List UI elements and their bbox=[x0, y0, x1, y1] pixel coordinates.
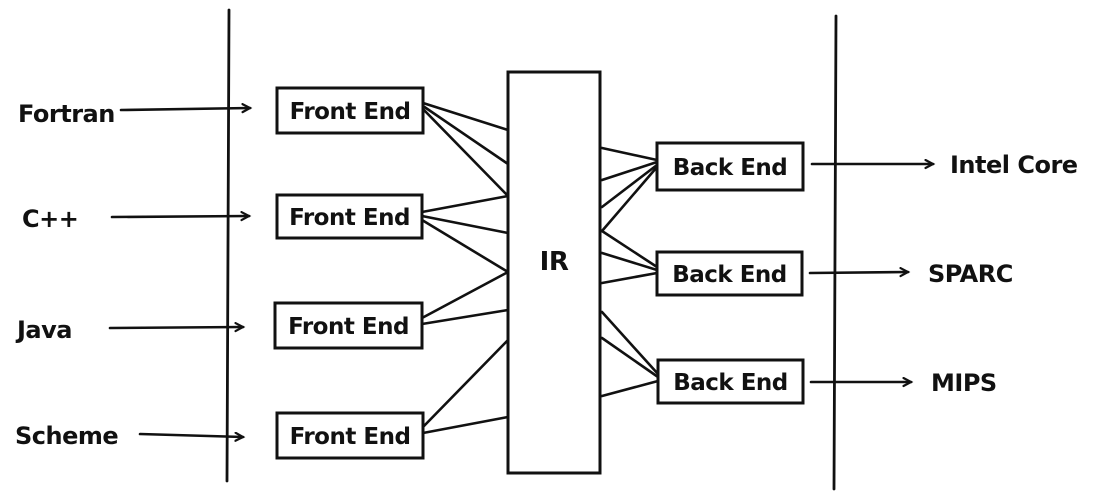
ir-node: IR bbox=[506, 70, 602, 475]
back-end-box-3 bbox=[656, 358, 805, 405]
edge-line bbox=[420, 194, 510, 214]
edge-line bbox=[421, 101, 510, 132]
front-end-box-2 bbox=[275, 193, 424, 240]
front-end-box-1 bbox=[275, 86, 425, 135]
edge-line bbox=[420, 270, 510, 320]
target-label-mips: MIPS bbox=[931, 369, 997, 397]
front-end-to-ir-edges bbox=[420, 101, 510, 435]
back-end-label-3: Back End bbox=[673, 370, 788, 396]
left-boundary-line bbox=[225, 8, 231, 483]
front-end-box-3 bbox=[273, 301, 424, 350]
edge-line bbox=[421, 338, 510, 429]
target-arrow-sparc bbox=[808, 272, 908, 273]
back-end-box-2 bbox=[655, 250, 804, 297]
back-end-nodes: Back End Back End Back End bbox=[655, 141, 805, 405]
front-end-box-4 bbox=[275, 411, 425, 460]
edge-line bbox=[420, 218, 510, 274]
target-label-sparc: SPARC bbox=[928, 260, 1013, 288]
edge-line bbox=[420, 308, 510, 326]
source-arrow-fortran bbox=[119, 108, 250, 110]
edge-line bbox=[421, 104, 510, 166]
edge-line bbox=[600, 165, 659, 233]
source-arrow-cpp bbox=[110, 216, 249, 217]
edge-line bbox=[600, 379, 660, 398]
edge-line bbox=[600, 160, 659, 182]
target-label-intel-core: Intel Core bbox=[950, 151, 1078, 179]
target-arrows bbox=[808, 164, 933, 382]
ir-label: IR bbox=[540, 247, 569, 277]
source-label-cpp: C++ bbox=[22, 205, 78, 233]
edge-line bbox=[600, 146, 659, 162]
edge-line bbox=[420, 214, 510, 235]
edge-line bbox=[600, 163, 659, 209]
edge-line bbox=[600, 310, 660, 376]
back-end-label-1: Back End bbox=[673, 155, 788, 181]
edge-line bbox=[600, 229, 659, 269]
right-boundary-line bbox=[832, 14, 838, 491]
front-end-label-4: Front End bbox=[290, 424, 411, 450]
front-end-label-2: Front End bbox=[289, 205, 410, 231]
front-end-label-3: Front End bbox=[288, 314, 409, 340]
source-arrows bbox=[108, 108, 250, 437]
edge-line bbox=[600, 271, 659, 285]
ir-box bbox=[506, 70, 602, 475]
edge-line bbox=[600, 336, 660, 379]
source-arrow-scheme bbox=[138, 434, 243, 437]
edge-line bbox=[600, 251, 659, 272]
edge-line bbox=[421, 415, 510, 435]
source-label-java: Java bbox=[15, 316, 72, 344]
ir-to-back-end-edges bbox=[600, 146, 660, 398]
source-label-fortran: Fortran bbox=[18, 100, 115, 128]
source-label-scheme: Scheme bbox=[15, 422, 118, 450]
front-end-label-1: Front End bbox=[290, 99, 411, 125]
back-end-label-2: Back End bbox=[672, 262, 787, 288]
front-end-nodes: Front End Front End Front End Front End bbox=[273, 86, 425, 460]
back-end-box-1 bbox=[655, 141, 805, 192]
edge-line bbox=[421, 107, 510, 198]
source-arrow-java bbox=[108, 327, 243, 328]
